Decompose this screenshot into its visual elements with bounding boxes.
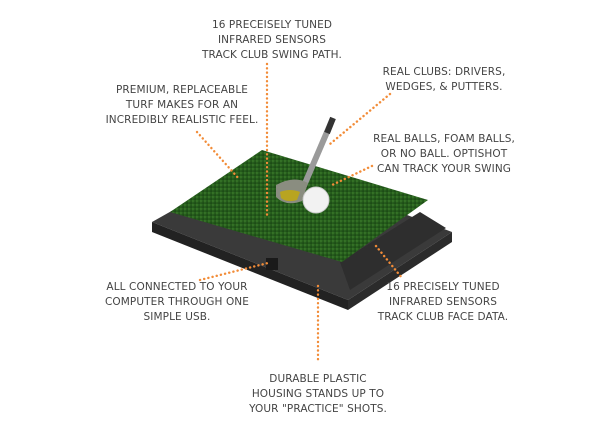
turf — [170, 150, 428, 262]
callout-line: HOUSING STANDS UP TO — [251, 388, 385, 400]
callout-line: 16 PRECISELY TUNED — [386, 281, 500, 293]
callout-line: SIMPLE USB. — [143, 311, 211, 323]
callout-usb: ALL CONNECTED TO YOUR COMPUTER THROUGH O… — [97, 280, 257, 325]
usb-port — [266, 258, 278, 270]
golf-club — [276, 116, 336, 204]
callout-housing: DURABLE PLASTIC HOUSING STANDS UP TO YOU… — [243, 372, 393, 417]
callout-line: YOUR "PRACTICE" SHOTS. — [249, 403, 387, 415]
callout-balls: REAL BALLS, FOAM BALLS, OR NO BALL. OPTI… — [368, 132, 520, 177]
callout-line: REAL CLUBS: DRIVERS, — [382, 66, 506, 78]
callout-lines — [195, 62, 404, 364]
callout-line: INFRARED SENSORS — [388, 296, 498, 308]
callout-line: ALL CONNECTED TO YOUR — [106, 281, 248, 293]
callout-clubs: REAL CLUBS: DRIVERS, WEDGES, & PUTTERS. — [374, 65, 514, 95]
callout-turf: PREMIUM, REPLACEABLE TURF MAKES FOR AN I… — [92, 83, 272, 128]
callout-face-data: 16 PRECISELY TUNED INFRARED SENSORS TRAC… — [370, 280, 516, 325]
callout-line: CAN TRACK YOUR SWING — [376, 163, 512, 175]
callout-line: TRACK CLUB SWING PATH. — [202, 49, 342, 61]
callout-line: INCREDIBLY REALISTIC FEEL. — [105, 114, 259, 126]
callout-line: COMPUTER THROUGH ONE — [104, 296, 250, 308]
callout-line: WEDGES, & PUTTERS. — [385, 81, 503, 93]
callout-line: DURABLE PLASTIC — [269, 373, 367, 385]
callout-line: TRACK CLUB FACE DATA. — [377, 311, 509, 323]
callout-line: INFRARED SENSORS — [217, 34, 327, 46]
golf-ball — [302, 186, 330, 214]
callout-line: OR NO BALL. OPTISHOT — [380, 148, 508, 160]
callout-swing-path: 16 PRECEISELY TUNED INFRARED SENSORS TRA… — [192, 18, 352, 63]
callout-line: REAL BALLS, FOAM BALLS, — [373, 133, 515, 145]
callout-line: PREMIUM, REPLACEABLE — [115, 84, 249, 96]
callout-line: TURF MAKES FOR AN — [125, 99, 239, 111]
callout-line: 16 PRECEISELY TUNED — [211, 19, 333, 31]
